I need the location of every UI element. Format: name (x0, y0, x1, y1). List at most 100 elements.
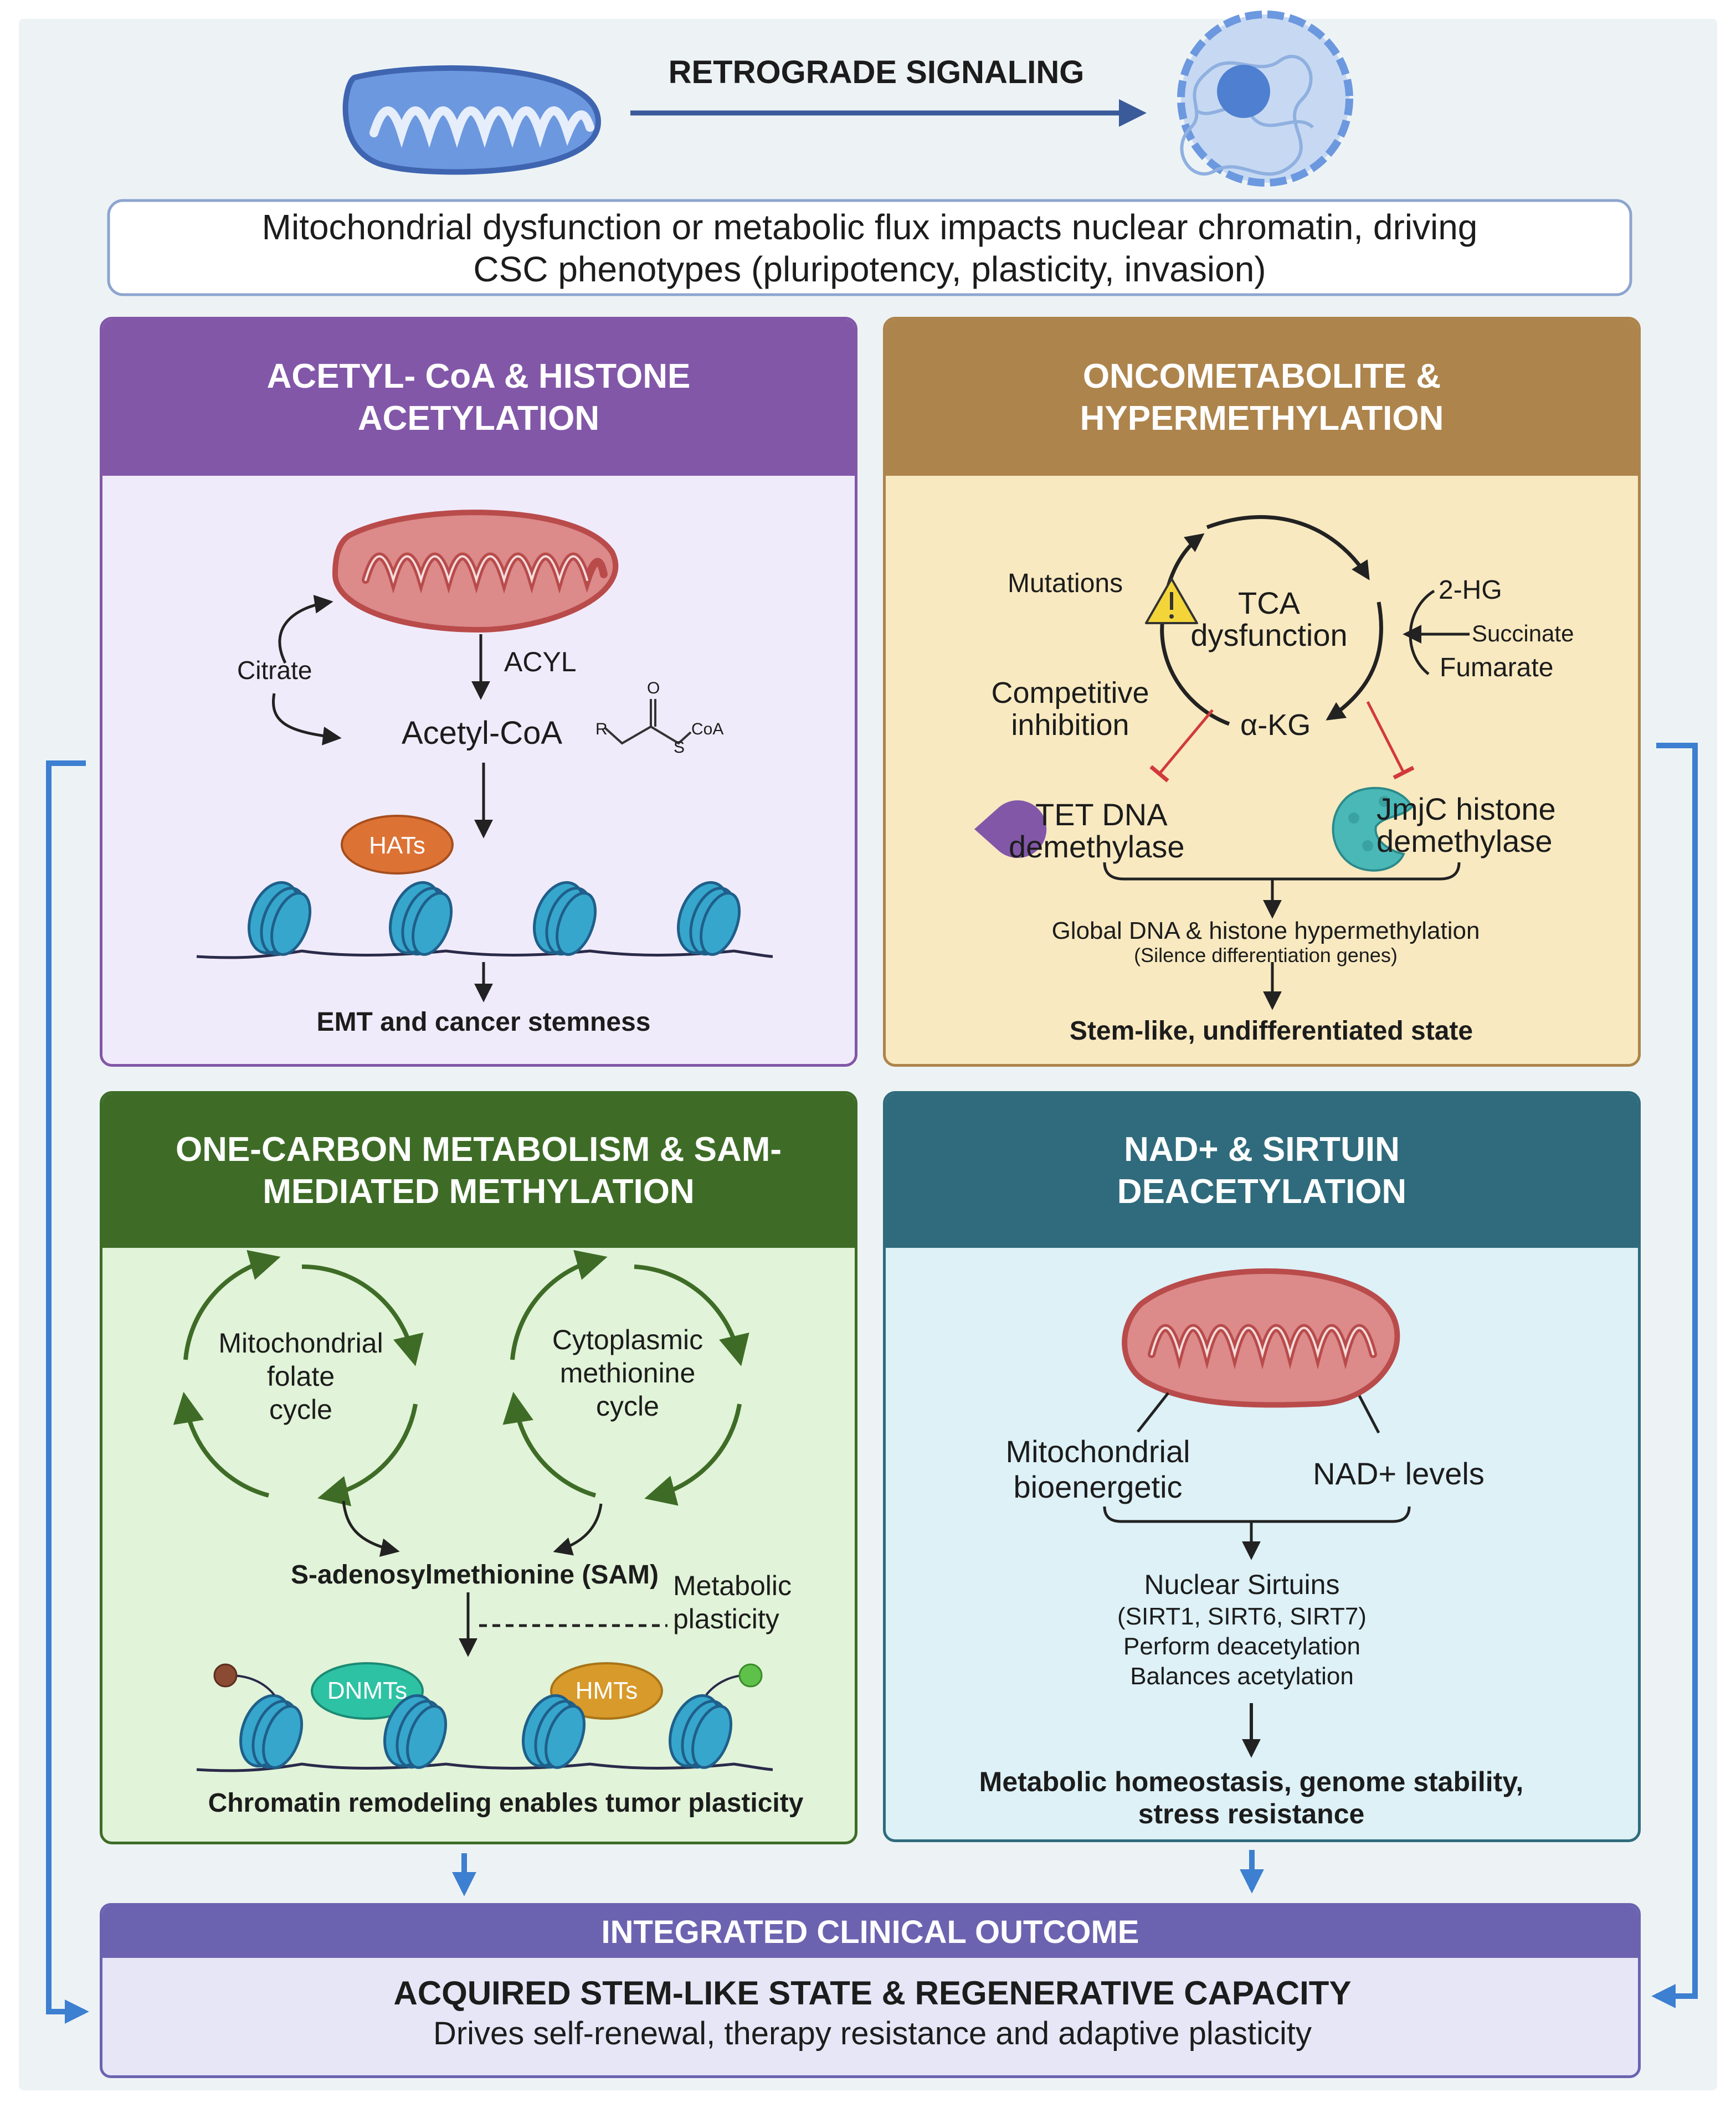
oncometabolite-card-header: ONCOMETABOLITE & HYPERMETHYLATION (886, 320, 1638, 476)
succinate-label: Succinate (1472, 620, 1574, 646)
hats-enzyme (341, 815, 454, 875)
structure-r-label: R (595, 720, 608, 738)
hmts-enzyme (550, 1662, 663, 1720)
folate-label-line-2: folate (266, 1361, 335, 1392)
oncometabolite-brace-arrow (1409, 589, 1435, 675)
acetyl-coa-title-line-2: ACETYLATION (357, 399, 600, 438)
dnmts-label: DNMTs (327, 1677, 408, 1704)
silence-differentiation-label: (Silence differentiation genes) (1134, 944, 1398, 966)
red-mitochondrion-icon (332, 510, 619, 633)
metabolic-plasticity-line-1: Metabolic (673, 1570, 792, 1601)
nad-outcome-line-2: stress resistance (1138, 1798, 1365, 1829)
oncometabolite-title-line-2: HYPERMETHYLATION (1080, 399, 1444, 438)
structure-s-label: S (674, 738, 685, 757)
one-carbon-title-line-1: ONE-CARBON METABOLISM & SAM- (175, 1130, 782, 1169)
nad-outcome-line-1: Metabolic homeostasis, genome stability, (979, 1766, 1524, 1797)
citrate-label: Citrate (237, 656, 312, 685)
one-carbon-card: ONE-CARBON METABOLISM & SAM- MEDIATED ME… (100, 1091, 857, 1844)
alpha-kg-label: α-KG (1240, 708, 1311, 742)
tet-label-line-1: TET DNA (1035, 797, 1168, 832)
summary-line-1: Mitochondrial dysfunction or metabolic f… (261, 207, 1478, 247)
methyl-mark-brown (213, 1663, 238, 1688)
integrated-outcome-header-text: INTEGRATED CLINICAL OUTCOME (601, 1914, 1139, 1950)
nad-sirtuin-card: NAD+ & SIRTUIN DEACETYLATION Mitochondri… (883, 1091, 1641, 1842)
structure-o-label: O (647, 679, 660, 697)
citrate-arrow-down (272, 693, 342, 745)
nucleus-icon (1177, 11, 1353, 187)
mutations-label: Mutations (1008, 569, 1123, 598)
tca-label-line-2: dysfunction (1190, 618, 1348, 652)
nad-bracket (1103, 1506, 1411, 1523)
tca-cycle-arc-right (1326, 601, 1383, 721)
methionine-to-sam-arrow (553, 1503, 603, 1556)
jmjc-label-line-1: JmjC histone (1377, 791, 1556, 826)
tet-label-line-2: demethylase (1009, 829, 1185, 864)
onco-outcome-label: Stem-like, undifferentiated state (1069, 1016, 1473, 1046)
nad-sirtuin-title-line-2: DEACETYLATION (1117, 1173, 1407, 1211)
integrated-outcome-card: INTEGRATED CLINICAL OUTCOME ACQUIRED STE… (100, 1903, 1641, 2078)
one-carbon-title-line-2: MEDIATED METHYLATION (263, 1173, 695, 1211)
nad-sirtuin-title-line-1: NAD+ & SIRTUIN (1124, 1130, 1400, 1169)
nucleosome-icon (533, 881, 597, 956)
dna-strand (196, 1762, 773, 1772)
integrated-outcome-subtitle: Drives self-renewal, therapy resistance … (433, 2016, 1312, 2052)
metabolic-plasticity-line-2: plasticity (673, 1603, 779, 1634)
oncometabolite-diagram (974, 515, 1470, 1010)
competitive-inhibition-line-1: Competitive (991, 676, 1149, 709)
2hg-label: 2-HG (1439, 575, 1502, 605)
summary-box (107, 199, 1632, 296)
nucleosome-icon (383, 1694, 448, 1769)
one-carbon-card-header: ONE-CARBON METABOLISM & SAM- MEDIATED ME… (102, 1094, 855, 1248)
bioenergetic-label-line-1: Mitochondrial (1005, 1434, 1190, 1469)
left-flow-arrow (46, 760, 89, 2024)
acetyl-coa-structure (604, 699, 692, 745)
warning-icon (1145, 578, 1198, 624)
folate-to-sam-arrow (342, 1500, 400, 1557)
fumarate-label: Fumarate (1440, 653, 1554, 682)
integrated-outcome-header: INTEGRATED CLINICAL OUTCOME (102, 1906, 1638, 1958)
sam-label: S-adenosylmethionine (SAM) (290, 1560, 659, 1590)
sirtuin-line-2: (SIRT1, SIRT6, SIRT7) (1117, 1603, 1367, 1630)
jmjc-inhibition (1366, 701, 1415, 780)
tet-dna-demethylase-icon (974, 800, 1047, 858)
nucleosome-icon (677, 881, 741, 956)
nucleosome-icon (389, 881, 453, 956)
right-flow-arrow (1651, 743, 1698, 2008)
tca-cycle-arc-top (1206, 515, 1370, 580)
methyl-mark-green (738, 1663, 763, 1688)
folate-label-line-3: cycle (269, 1394, 332, 1425)
citrate-arrow-up (278, 595, 333, 664)
acetyl-coa-label: Acetyl-CoA (402, 715, 563, 751)
methionine-label-line-1: Cytoplasmic (552, 1324, 703, 1355)
retrograde-signaling-label: RETROGRADE SIGNALING (668, 54, 1085, 90)
nucleosome-icon (522, 1694, 586, 1769)
bioenergetic-label-line-2: bioenergetic (1013, 1469, 1183, 1504)
sirtuin-line-3: Perform deacetylation (1123, 1633, 1360, 1660)
competitive-inhibition-line-2: inhibition (1011, 708, 1129, 742)
nad-levels-label: NAD+ levels (1313, 1456, 1485, 1491)
jmjc-histone-demethylase-icon (1332, 786, 1414, 872)
acetyl-outcome-label: EMT and cancer stemness (316, 1007, 651, 1037)
folate-cycle (173, 1250, 424, 1507)
sirtuin-line-1: Nuclear Sirtuins (1144, 1569, 1340, 1600)
mito-to-nad-line (1358, 1395, 1380, 1434)
acetyl-coa-diagram (196, 510, 773, 1002)
dnmts-enzyme (311, 1662, 424, 1720)
enzymes-bracket (1103, 862, 1461, 881)
methionine-label-line-2: methionine (559, 1358, 696, 1389)
acetyl-coa-title-line-1: ACETYL- CoA & HISTONE (266, 357, 691, 396)
oncometabolite-card: ONCOMETABOLITE & HYPERMETHYLATION (883, 317, 1641, 1067)
mito-to-bioenergetic-line (1137, 1392, 1169, 1433)
summary-line-2: CSC phenotypes (pluripotency, plasticity… (473, 249, 1266, 289)
structure-coa-label: CoA (691, 720, 724, 738)
one-carbon-diagram (173, 1250, 773, 1772)
integrated-outcome-title: ACQUIRED STEM-LIKE STATE & REGENERATIVE … (393, 1975, 1352, 2012)
nucleosome-icon (669, 1694, 733, 1769)
acetyl-coa-card-header: ACETYL- CoA & HISTONE ACETYLATION (102, 320, 855, 476)
red-mitochondrion-icon (1122, 1268, 1400, 1408)
tet-inhibition (1149, 709, 1214, 783)
sirtuin-line-4: Balances acetylation (1130, 1663, 1354, 1690)
tca-label-line-1: TCA (1238, 585, 1300, 620)
